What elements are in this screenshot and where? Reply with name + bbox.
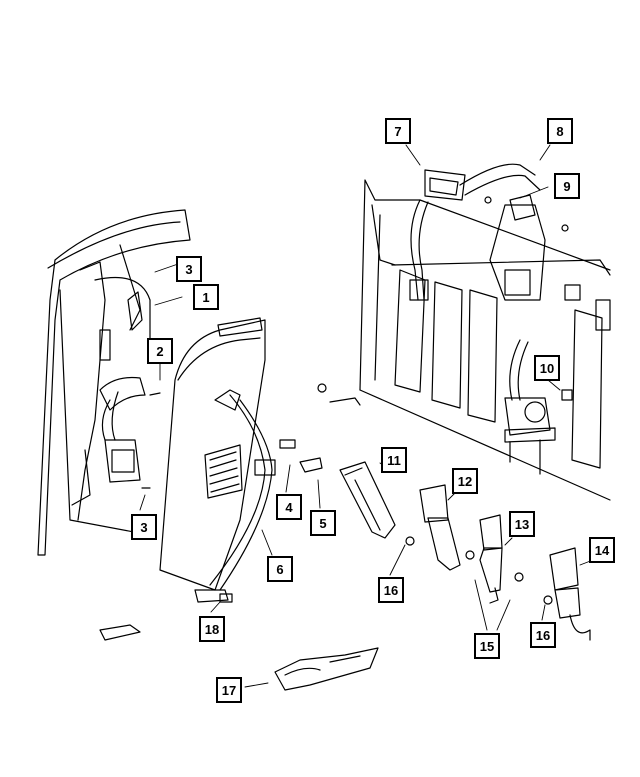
callout-3-upper: 3	[176, 256, 202, 282]
buckle-11	[339, 461, 396, 539]
callout-2: 2	[147, 338, 173, 364]
callout-17: 17	[216, 677, 242, 703]
leader-lines	[139, 144, 594, 688]
buckle-14	[549, 547, 591, 641]
callout-6: 6	[267, 556, 293, 582]
floor-anchor	[99, 589, 229, 641]
callout-5: 5	[310, 510, 336, 536]
callout-18: 18	[199, 616, 225, 642]
rear-cab-wall	[329, 179, 611, 501]
buckle-12	[419, 484, 461, 571]
right-upper-belt	[409, 163, 541, 301]
callout-7: 7	[385, 118, 411, 144]
callout-3-lower: 3	[131, 514, 157, 540]
screws	[317, 383, 553, 605]
left-belt-webbing	[209, 394, 276, 591]
callout-4: 4	[276, 494, 302, 520]
b-pillar-trim	[159, 317, 266, 591]
left-cab-panel	[37, 209, 191, 556]
floor-pad-17	[274, 647, 379, 691]
callout-16-right: 16	[530, 622, 556, 648]
callout-1: 1	[193, 284, 219, 310]
callout-15: 15	[474, 633, 500, 659]
callout-12: 12	[452, 468, 478, 494]
upper-anchor-bracket	[484, 194, 569, 301]
callout-16-left: 16	[378, 577, 404, 603]
callout-8: 8	[547, 118, 573, 144]
callout-10: 10	[534, 355, 560, 381]
callout-14: 14	[589, 537, 615, 563]
callout-11: 11	[381, 447, 407, 473]
center-retractor-assembly	[504, 339, 573, 475]
left-retractor-assembly	[99, 376, 161, 489]
left-bolts	[219, 439, 323, 603]
callout-9: 9	[554, 173, 580, 199]
callout-13: 13	[509, 511, 535, 537]
buckle-13	[479, 514, 503, 604]
